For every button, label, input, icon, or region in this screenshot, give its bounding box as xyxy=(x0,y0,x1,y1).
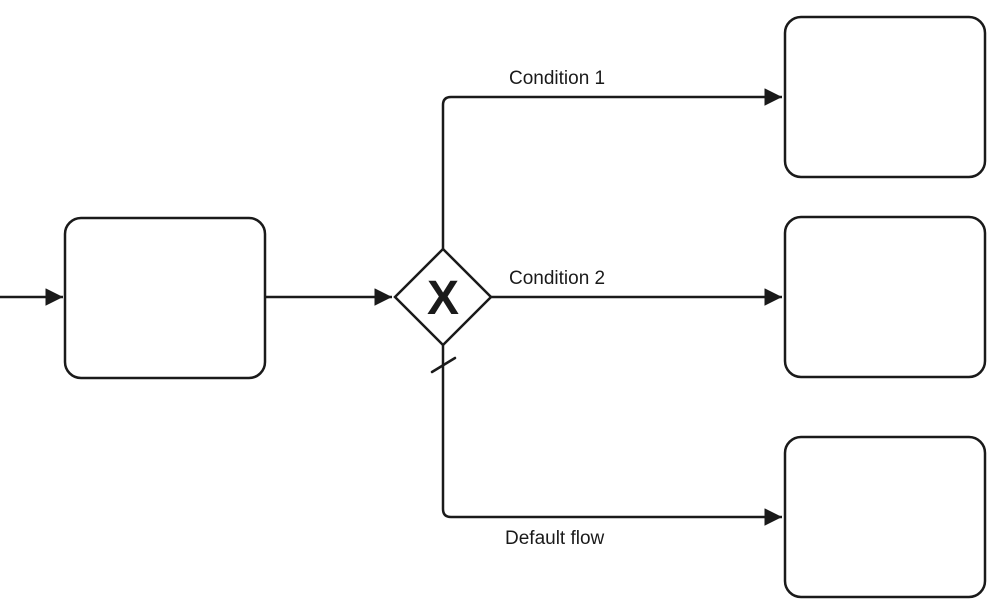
exclusive-gateway-x-icon: X xyxy=(427,272,459,325)
target-task-middle-node xyxy=(783,215,987,379)
default-flow-slash-icon xyxy=(430,356,457,374)
source-task-node xyxy=(63,216,267,380)
flow-condition1-connector xyxy=(441,88,782,249)
flow-condition1-label: Condition 1 xyxy=(509,68,605,89)
target-task-top-node xyxy=(783,15,987,179)
exclusive-gateway-node xyxy=(393,247,493,347)
flow-default-connector xyxy=(441,345,782,526)
flow-default-label: Default flow xyxy=(505,528,605,549)
flow-condition2-label: Condition 2 xyxy=(509,268,605,289)
target-task-bottom-node xyxy=(783,435,987,599)
